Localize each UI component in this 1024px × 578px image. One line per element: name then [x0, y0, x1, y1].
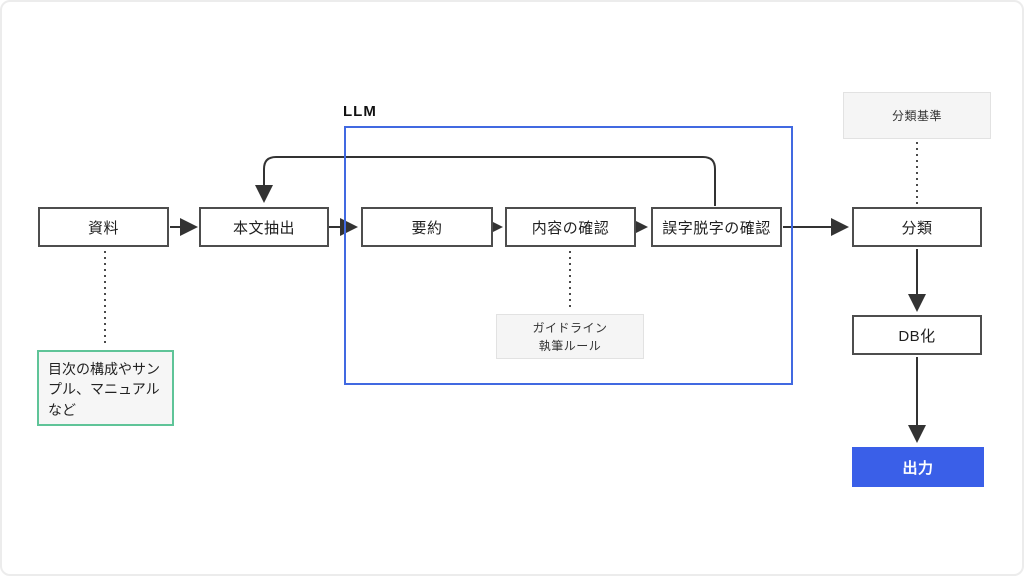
node-output: 出力: [852, 447, 984, 487]
node-classification: 分類: [852, 207, 982, 247]
node-content-check: 内容の確認: [505, 207, 636, 247]
node-text-extraction: 本文抽出: [199, 207, 329, 247]
node-documents: 資料: [38, 207, 169, 247]
node-summary: 要約: [361, 207, 493, 247]
node-db: DB化: [852, 315, 982, 355]
node-guideline-rules: ガイドライン 執筆ルール: [496, 314, 644, 359]
llm-group-box: [344, 126, 793, 385]
llm-group-label: LLM: [343, 103, 377, 120]
node-typo-check: 誤字脱字の確認: [651, 207, 782, 247]
node-reference-note: 目次の構成やサンプル、マニュアルなど: [37, 350, 174, 426]
node-classification-criteria: 分類基準: [843, 92, 991, 139]
